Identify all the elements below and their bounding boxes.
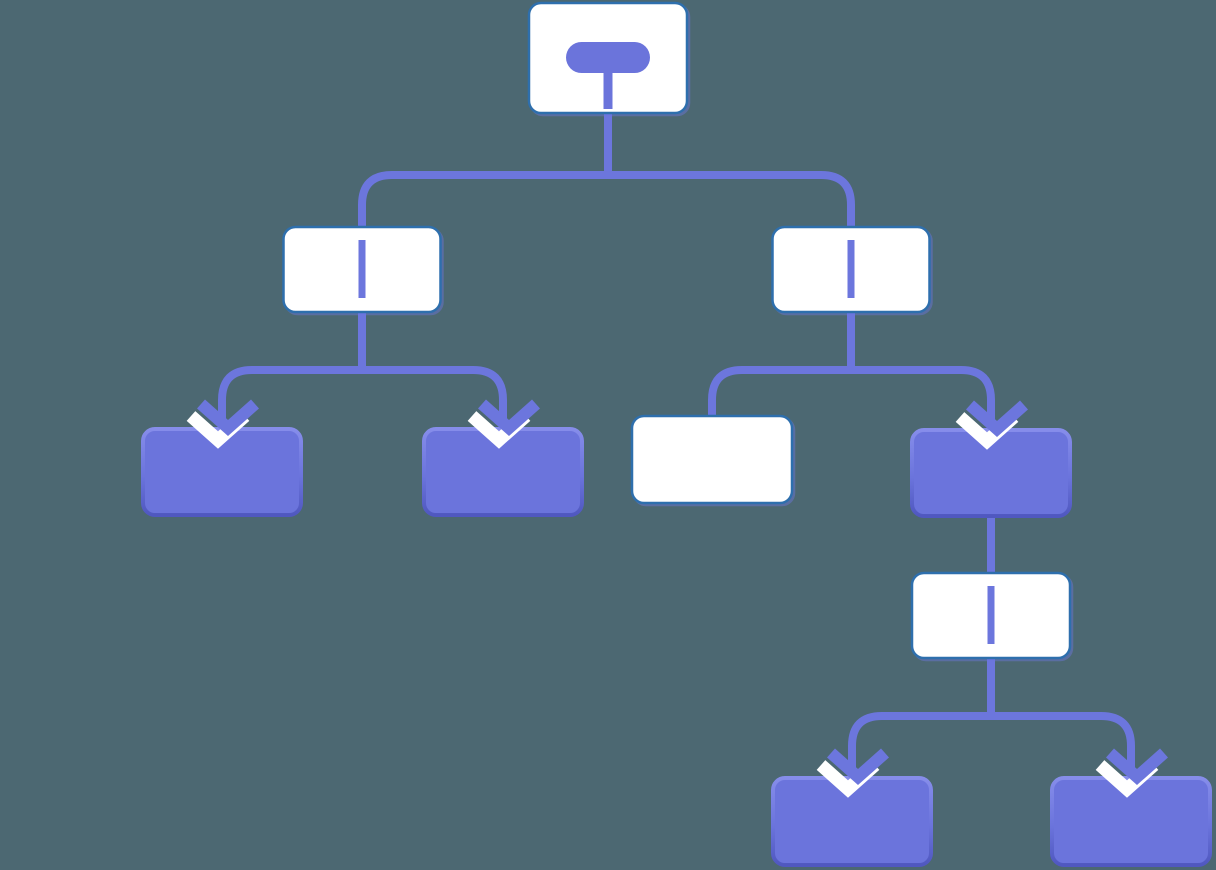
connector-line bbox=[851, 366, 995, 432]
divider-bar-icon bbox=[987, 586, 995, 644]
edge-from-branch-mid bbox=[848, 655, 1135, 780]
connector-line bbox=[358, 171, 608, 233]
node-branch-mid[interactable] bbox=[910, 571, 1072, 660]
connector-line bbox=[991, 712, 1135, 780]
node-branch-right[interactable] bbox=[771, 225, 931, 314]
connector-layer bbox=[218, 110, 1135, 780]
double-chevron-down-icon bbox=[1095, 748, 1168, 798]
edge-from-branch-right bbox=[708, 309, 995, 432]
double-chevron-down-icon bbox=[816, 748, 889, 798]
connector-line bbox=[608, 171, 855, 233]
double-chevron-down-icon bbox=[467, 399, 540, 449]
node-leaf-right-plain[interactable] bbox=[630, 414, 794, 505]
plain-node-box[interactable] bbox=[630, 414, 794, 505]
chevron-purple bbox=[966, 400, 1028, 438]
chevron-purple bbox=[478, 399, 540, 437]
chevron-purple bbox=[827, 748, 889, 786]
divider-bar-icon bbox=[358, 240, 366, 298]
node-layer bbox=[141, 1, 1212, 867]
connector-line bbox=[362, 366, 507, 431]
edge-from-root bbox=[358, 110, 855, 233]
connector-line bbox=[848, 712, 991, 780]
chevron-purple bbox=[197, 399, 259, 437]
double-chevron-down-icon bbox=[955, 400, 1028, 450]
connector-line bbox=[218, 366, 362, 431]
node-root[interactable] bbox=[527, 1, 689, 115]
double-chevron-down-icon bbox=[186, 399, 259, 449]
chevron-purple bbox=[1106, 748, 1168, 786]
node-branch-left[interactable] bbox=[282, 225, 442, 314]
edge-from-branch-left bbox=[218, 309, 507, 431]
connector-line bbox=[708, 366, 851, 422]
arrow-layer bbox=[186, 399, 1168, 798]
divider-bar-icon bbox=[847, 240, 855, 298]
root-pill-stem bbox=[603, 69, 613, 109]
root-pill-icon bbox=[566, 42, 650, 109]
root-pill-shape bbox=[566, 42, 650, 73]
